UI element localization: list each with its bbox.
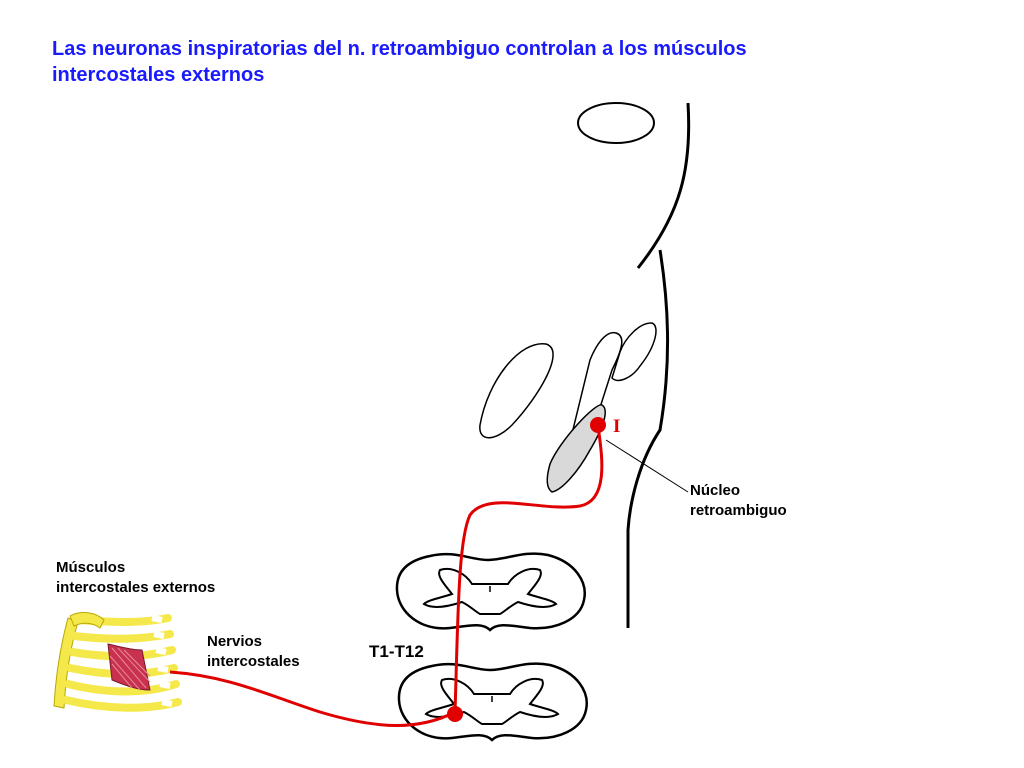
brainstem-outline-upper bbox=[636, 102, 691, 269]
title-line-2: intercostales externos bbox=[52, 64, 265, 86]
muscles-label-line-1: Músculos bbox=[56, 559, 126, 576]
intercostal-nerve-path bbox=[169, 670, 456, 727]
neuron-label: I bbox=[613, 416, 621, 437]
nucleus-label-line-2: retroambiguo bbox=[690, 502, 787, 519]
nerves-label: Nervios intercostales bbox=[207, 632, 300, 672]
nerves-label-line-1: Nervios bbox=[207, 633, 263, 650]
brainstem-spinal-outline bbox=[626, 249, 670, 628]
nerves-label-line-2: intercostales bbox=[207, 653, 300, 670]
title-line-1: Las neuronas inspiratorias del n. retroa… bbox=[52, 38, 747, 60]
cerebral-outline bbox=[577, 102, 655, 144]
motor-neuron-dot bbox=[447, 706, 463, 722]
nucleus-leader-line bbox=[605, 439, 689, 493]
slide-title: Las neuronas inspiratorias del n. retroa… bbox=[52, 36, 952, 88]
segment-label: T1-T12 bbox=[369, 642, 424, 661]
nucleus-label: Núcleo retroambiguo bbox=[690, 481, 787, 521]
nucleus-label-line-1: Núcleo bbox=[690, 482, 741, 499]
medullary-column-outer bbox=[611, 322, 657, 382]
rib-cage-illustration bbox=[53, 612, 182, 712]
muscles-label: Músculos intercostales externos bbox=[56, 558, 215, 598]
descending-pathway bbox=[453, 424, 604, 713]
inspiratory-neuron-dot bbox=[590, 417, 606, 433]
fourth-ventricle-shape bbox=[479, 343, 554, 439]
muscles-label-line-2: intercostales externos bbox=[56, 579, 216, 596]
